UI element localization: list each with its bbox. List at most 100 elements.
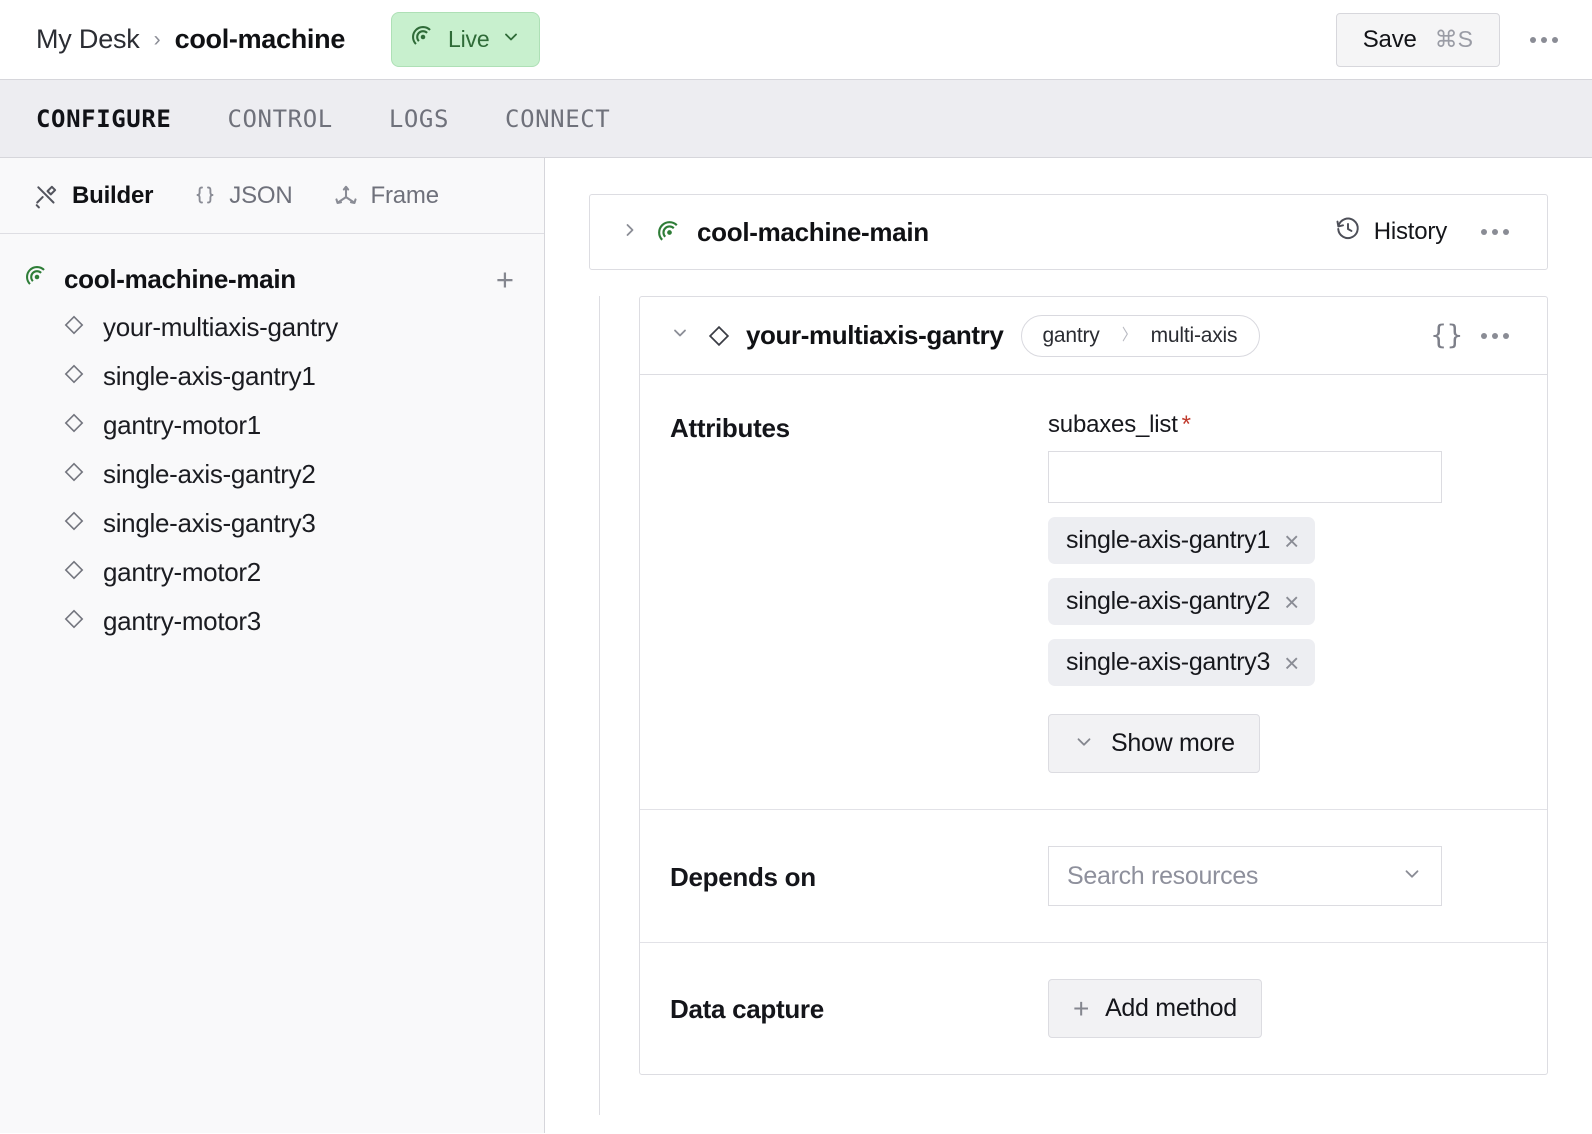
resource-tree: cool-machine-main + your-multiaxis-gantr… (0, 234, 544, 646)
close-icon[interactable]: × (1284, 525, 1300, 556)
diamond-icon (62, 411, 86, 440)
resource-card-your-multiaxis-gantry: your-multiaxis-gantry gantry multi-axis … (639, 296, 1548, 1075)
subtab-frame[interactable]: Frame (333, 182, 439, 210)
radar-icon (24, 264, 50, 295)
tree-item-gantry-motor2[interactable]: gantry-motor2 (0, 548, 544, 597)
chevron-right-icon[interactable] (620, 219, 642, 246)
axes-icon (333, 183, 359, 209)
add-method-button[interactable]: + Add method (1048, 979, 1262, 1038)
attributes-label: Attributes (670, 413, 790, 443)
diamond-icon (62, 460, 86, 489)
machine-card-header[interactable]: cool-machine-main History (589, 194, 1548, 270)
main-panel: cool-machine-main History (545, 158, 1592, 1133)
diamond-icon (62, 362, 86, 391)
diamond-icon (62, 509, 86, 538)
chip-single-axis-gantry3[interactable]: single-axis-gantry3 × (1048, 639, 1316, 686)
nested-resource-wrapper: your-multiaxis-gantry gantry multi-axis … (589, 296, 1548, 1115)
resource-card-header[interactable]: your-multiaxis-gantry gantry multi-axis … (640, 297, 1547, 375)
diamond-icon (62, 558, 86, 587)
machine-card-actions: History (1335, 216, 1521, 249)
history-button-label: History (1373, 218, 1447, 245)
history-clock-icon (1335, 216, 1361, 249)
tab-connect[interactable]: CONNECT (505, 104, 611, 133)
attributes-section: Attributes subaxes_list* single-axis-gan… (640, 375, 1547, 810)
close-icon[interactable]: × (1284, 586, 1300, 617)
close-icon[interactable]: × (1284, 647, 1300, 678)
tree-item-single-axis-gantry3[interactable]: single-axis-gantry3 (0, 499, 544, 548)
attributes-field-group: subaxes_list* single-axis-gantry1 × sing… (1048, 411, 1517, 773)
chevron-down-icon (501, 27, 521, 52)
tree-root-label: cool-machine-main (64, 264, 296, 294)
chevron-down-icon[interactable] (670, 322, 692, 349)
more-options-icon[interactable] (1469, 223, 1521, 241)
data-capture-section: Data capture + Add method (640, 943, 1547, 1074)
tree-item-single-axis-gantry1[interactable]: single-axis-gantry1 (0, 352, 544, 401)
breadcrumb-current: cool-machine (174, 24, 346, 54)
tree-item-gantry-motor1[interactable]: gantry-motor1 (0, 401, 544, 450)
subtab-builder[interactable]: Builder (34, 182, 153, 210)
indent-guide (599, 296, 600, 1115)
resource-namespace-label: gantry (1042, 323, 1100, 347)
chevron-down-icon (1401, 863, 1423, 890)
diamond-icon (62, 607, 86, 636)
depends-on-field-group: Search resources (1048, 846, 1517, 906)
tree-item-label: single-axis-gantry1 (103, 361, 316, 391)
diamond-icon (706, 323, 732, 349)
sidebar-subtab-bar: Builder JSON Frame (0, 158, 544, 234)
radar-icon (656, 219, 683, 246)
required-asterisk: * (1181, 411, 1191, 438)
breadcrumb-root-link[interactable]: My Desk (36, 24, 140, 54)
tree-item-your-multiaxis-gantry[interactable]: your-multiaxis-gantry (0, 303, 544, 352)
sidebar: Builder JSON Frame (0, 158, 545, 1133)
tree-item-label: single-axis-gantry3 (103, 508, 316, 538)
tools-icon (34, 183, 60, 209)
save-button[interactable]: Save ⌘S (1335, 12, 1500, 67)
top-bar: My Desk › cool-machine Live Save ⌘S (0, 0, 1592, 80)
depends-on-select[interactable]: Search resources (1048, 846, 1442, 906)
chevron-right-icon (1118, 323, 1132, 349)
machine-card-title: cool-machine-main (697, 216, 929, 247)
subaxes-list-label-text: subaxes_list (1048, 411, 1178, 438)
data-capture-field-group: + Add method (1048, 979, 1517, 1038)
subaxes-list-label: subaxes_list* (1048, 411, 1517, 439)
more-options-icon[interactable] (1469, 327, 1521, 345)
breadcrumb: My Desk › cool-machine (36, 24, 345, 55)
tree-item-label: single-axis-gantry2 (103, 459, 316, 489)
add-method-label: Add method (1105, 994, 1237, 1022)
chip-single-axis-gantry2[interactable]: single-axis-gantry2 × (1048, 578, 1316, 625)
diamond-icon (62, 313, 86, 342)
subtab-frame-label: Frame (370, 181, 440, 209)
tree-item-single-axis-gantry2[interactable]: single-axis-gantry2 (0, 450, 544, 499)
tree-item-gantry-motor3[interactable]: gantry-motor3 (0, 597, 544, 646)
chip-label: single-axis-gantry2 (1066, 587, 1271, 615)
resource-card-title: your-multiaxis-gantry (746, 320, 1004, 350)
tree-root-cool-machine-main[interactable]: cool-machine-main + (0, 256, 544, 303)
chip-single-axis-gantry1[interactable]: single-axis-gantry1 × (1048, 517, 1316, 564)
subtab-builder-label: Builder (72, 181, 154, 209)
subtab-json[interactable]: JSON (193, 182, 293, 210)
tab-control[interactable]: CONTROL (227, 104, 333, 133)
show-more-label: Show more (1111, 729, 1235, 757)
braces-icon (193, 183, 217, 209)
breadcrumb-separator-icon: › (153, 27, 161, 51)
live-status-dropdown[interactable]: Live (391, 12, 541, 67)
main-tab-bar: CONFIGURE CONTROL LOGS CONNECT (0, 80, 1592, 158)
resource-model-label: multi-axis (1150, 323, 1238, 347)
history-button[interactable]: History (1335, 216, 1447, 249)
show-more-button[interactable]: Show more (1048, 714, 1260, 773)
depends-on-section: Depends on Search resources (640, 810, 1547, 943)
tab-configure[interactable]: CONFIGURE (36, 104, 172, 133)
save-shortcut-label: ⌘S (1434, 26, 1473, 52)
live-status-label: Live (448, 26, 490, 52)
subaxes-list-input[interactable] (1048, 451, 1442, 503)
tree-item-label: gantry-motor1 (103, 410, 261, 440)
add-resource-button[interactable]: + (495, 262, 514, 297)
braces-icon[interactable]: {} (1430, 320, 1463, 351)
body: Builder JSON Frame (0, 158, 1592, 1133)
more-options-icon[interactable] (1518, 31, 1570, 49)
tree-item-label: gantry-motor2 (103, 557, 261, 587)
tab-logs[interactable]: LOGS (388, 104, 450, 133)
tree-item-label: gantry-motor3 (103, 606, 261, 636)
depends-on-label: Depends on (670, 861, 816, 892)
save-button-label: Save (1362, 25, 1417, 53)
